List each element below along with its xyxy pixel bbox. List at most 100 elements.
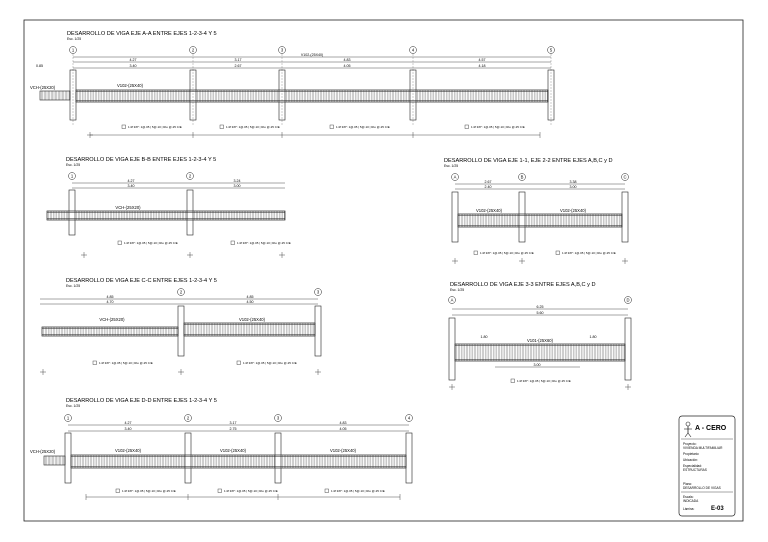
svg-text:1 Ø 3/8": 1@.05 | 5@.10 | Rto: 1 Ø 3/8": 1@.05 | 5@.10 | Rto @.25 C/E bbox=[243, 361, 297, 365]
beam-label: VCH-(25X20) bbox=[99, 317, 125, 322]
svg-text:INDICADA: INDICADA bbox=[683, 499, 699, 503]
axis-bubble bbox=[409, 46, 417, 54]
svg-text:ESTRUCTURAS: ESTRUCTURAS bbox=[683, 468, 707, 472]
detail-f-title: DESARROLLO DE VIGA EJE 3-3 ENTRE EJES A,… bbox=[450, 282, 595, 288]
stirrup-hatch bbox=[282, 455, 406, 468]
clear-dim: 4.50 bbox=[247, 300, 254, 304]
axis-bubble bbox=[278, 46, 286, 54]
stirrup-hatch bbox=[459, 214, 519, 227]
svg-text:Escala:: Escala: bbox=[683, 495, 694, 499]
svg-text:Proyecto:: Proyecto: bbox=[683, 442, 697, 446]
detail-b-scale: Esc. 1/25 bbox=[66, 163, 80, 167]
beam-label: V102-(25X40) bbox=[115, 448, 142, 453]
left-dim: 0.85 bbox=[36, 64, 43, 68]
axis-label: A bbox=[454, 175, 457, 180]
beam-label: V102-(25X40) bbox=[330, 448, 357, 453]
logo-icon bbox=[684, 421, 692, 438]
stirrup-note: 1 Ø 3/8": 1@.05 | 5@.10 | Rto @.25 C/E bbox=[92, 360, 153, 365]
stirrup-hatch bbox=[456, 344, 625, 361]
clear-dim: 3.00 bbox=[234, 184, 241, 188]
svg-text:1 Ø 3/8": 1@.05 | 5@.10 | Rto: 1 Ø 3/8": 1@.05 | 5@.10 | Rto @.25 C/E bbox=[336, 125, 390, 129]
stirrup-note: 1 Ø 3/8": 1@.05 | 5@.10 | Rto @.25 C/E bbox=[324, 488, 385, 493]
svg-text:VIVIENDA MULTIFAMILIAR: VIVIENDA MULTIFAMILIAR bbox=[683, 446, 723, 450]
span-dim: 3.17 bbox=[230, 421, 237, 425]
span-dim: 3.38 bbox=[570, 180, 577, 184]
clear-dim: 3.00 bbox=[570, 185, 577, 189]
stirrup-note: 1 Ø 3/8": 1@.05 | 5@.10 | Rto @.25 C/E bbox=[473, 250, 534, 255]
stirrup-hatch bbox=[185, 323, 314, 336]
detail-a-overall-label: V102-(25X40) bbox=[301, 53, 323, 57]
title-block-frame bbox=[678, 415, 736, 517]
span-dim: 4.83 bbox=[344, 58, 351, 62]
detail-c-scale: Esc. 1/25 bbox=[66, 284, 80, 288]
stirrup-hatch bbox=[194, 211, 285, 220]
inner-dim: 3.00 bbox=[534, 363, 541, 367]
axis-bubble bbox=[547, 46, 555, 54]
stirrup-note: 1 Ø 3/8": 1@.05 | 5@.10 | Rto @.25 C/E bbox=[510, 378, 571, 383]
clear-dim: 4.18 bbox=[479, 64, 486, 68]
clear-dim: 2.75 bbox=[230, 427, 237, 431]
clear-dim: 4.05 bbox=[344, 64, 351, 68]
stirrup-hatch bbox=[417, 90, 548, 102]
svg-text:1 Ø 3/8": 1@.05 | 5@.10 | Rto: 1 Ø 3/8": 1@.05 | 5@.10 | Rto @.25 C/E bbox=[128, 125, 182, 129]
span-dim: 4.85 bbox=[247, 295, 254, 299]
axis-label: 4 bbox=[412, 48, 415, 53]
stirrup-note: 1 Ø 3/8": 1@.05 | 5@.10 | Rto @.25 C/E bbox=[236, 360, 297, 365]
span-dim: 4.57 bbox=[479, 58, 486, 62]
svg-text:1 Ø 3/8": 1@.05 | 5@.10 | Rto: 1 Ø 3/8": 1@.05 | 5@.10 | Rto @.25 C/E bbox=[122, 489, 176, 493]
clear-dim: 3.40 bbox=[125, 427, 132, 431]
svg-text:1 Ø 3/8": 1@.05 | 5@.10 | Rto: 1 Ø 3/8": 1@.05 | 5@.10 | Rto @.25 C/E bbox=[517, 379, 571, 383]
svg-text:1 Ø 3/8": 1@.05 | 5@.10 | Rto: 1 Ø 3/8": 1@.05 | 5@.10 | Rto @.25 C/E bbox=[562, 251, 616, 255]
svg-text:Ubicación:: Ubicación: bbox=[683, 458, 698, 462]
stirrup-hatch bbox=[43, 327, 179, 336]
detail-e-title: DESARROLLO DE VIGA EJE 1-1, EJE 2-2 ENTR… bbox=[444, 158, 613, 164]
detail-beam-d: DESARROLLO DE VIGA EJE D-D ENTRE EJES 1-… bbox=[30, 398, 413, 500]
stirrup-note: 1 Ø 3/8": 1@.05 | 5@.10 | Rto @.25 C/E bbox=[555, 250, 616, 255]
axis-label: 1 bbox=[67, 416, 70, 421]
clear-dim: 4.05 bbox=[340, 427, 347, 431]
left-stub-label: VCH-(25X20) bbox=[30, 449, 56, 454]
stirrup-note: 1 Ø 3/8": 1@.05 | 5@.10 | Rto @.25 C/E bbox=[217, 488, 278, 493]
clear-dim: 3.40 bbox=[128, 184, 135, 188]
clear-dim: 2.40 bbox=[485, 185, 492, 189]
stirrup-note: 1 Ø 3/8": 1@.05 | 5@.10 | Rto @.25 C/E bbox=[329, 124, 390, 129]
clear-dim: 4.70 bbox=[107, 300, 114, 304]
svg-text:Lámina:: Lámina: bbox=[683, 507, 694, 511]
stirrup-hatch bbox=[192, 455, 275, 468]
sheet-number: E-03 bbox=[711, 506, 724, 512]
span-dim: 4.27 bbox=[128, 179, 135, 183]
svg-text:Especialidad:: Especialidad: bbox=[683, 464, 702, 468]
axis-bubble bbox=[69, 46, 77, 54]
axis-label: 3 bbox=[317, 290, 320, 295]
svg-text:1 Ø 3/8": 1@.05 | 5@.10 | Rto: 1 Ø 3/8": 1@.05 | 5@.10 | Rto @.25 C/E bbox=[224, 489, 278, 493]
beam-label: V102-(25X40) bbox=[476, 208, 503, 213]
stirrup-note: 1 Ø 3/8": 1@.05 | 5@.10 | Rto @.25 C/E bbox=[115, 488, 176, 493]
svg-text:1 Ø 3/8": 1@.05 | 5@.10 | Rto: 1 Ø 3/8": 1@.05 | 5@.10 | Rto @.25 C/E bbox=[99, 361, 153, 365]
detail-e-scale: Esc. 1/25 bbox=[444, 164, 458, 168]
clear-dim: 5.60 bbox=[537, 311, 544, 315]
stirrup-note: 1 Ø 3/8": 1@.05 | 5@.10 | Rto @.25 C/E bbox=[219, 124, 280, 129]
axis-label: B bbox=[521, 175, 524, 180]
span-dim: 3.24 bbox=[234, 179, 241, 183]
axis-label: 2 bbox=[192, 48, 195, 53]
detail-beam-b: DESARROLLO DE VIGA EJE B-B ENTRE EJES 1-… bbox=[46, 157, 291, 258]
detail-d-title: DESARROLLO DE VIGA EJE D-D ENTRE EJES 1-… bbox=[66, 398, 217, 404]
inner-dim: 1.80 bbox=[481, 335, 488, 339]
axis-bubble bbox=[189, 46, 197, 54]
stirrup-note: 1 Ø 3/8": 1@.05 | 5@.10 | Rto @.25 C/E bbox=[117, 240, 178, 245]
beam-label: V102-(25X40) bbox=[239, 317, 266, 322]
axis-label: 2 bbox=[187, 416, 190, 421]
axis-label: D bbox=[626, 298, 629, 303]
beam-body bbox=[75, 89, 549, 103]
detail-d-scale: Esc. 1/25 bbox=[66, 404, 80, 408]
stirrup-note: 1 Ø 3/8": 1@.05 | 5@.10 | Rto @.25 C/E bbox=[230, 240, 291, 245]
span-dim: 6.25 bbox=[537, 305, 544, 309]
svg-text:1 Ø 3/8": 1@.05 | 5@.10 | Rto: 1 Ø 3/8": 1@.05 | 5@.10 | Rto @.25 C/E bbox=[237, 241, 291, 245]
detail-a-scale: Esc. 1/25 bbox=[67, 37, 81, 41]
detail-a-title: DESARROLLO DE VIGA EJE A-A ENTRE EJES 1-… bbox=[67, 31, 217, 37]
stirrup-hatch bbox=[286, 90, 410, 102]
span-dim: 4.27 bbox=[125, 421, 132, 425]
sheet-border bbox=[23, 19, 744, 522]
span-dim: 3.17 bbox=[235, 58, 242, 62]
